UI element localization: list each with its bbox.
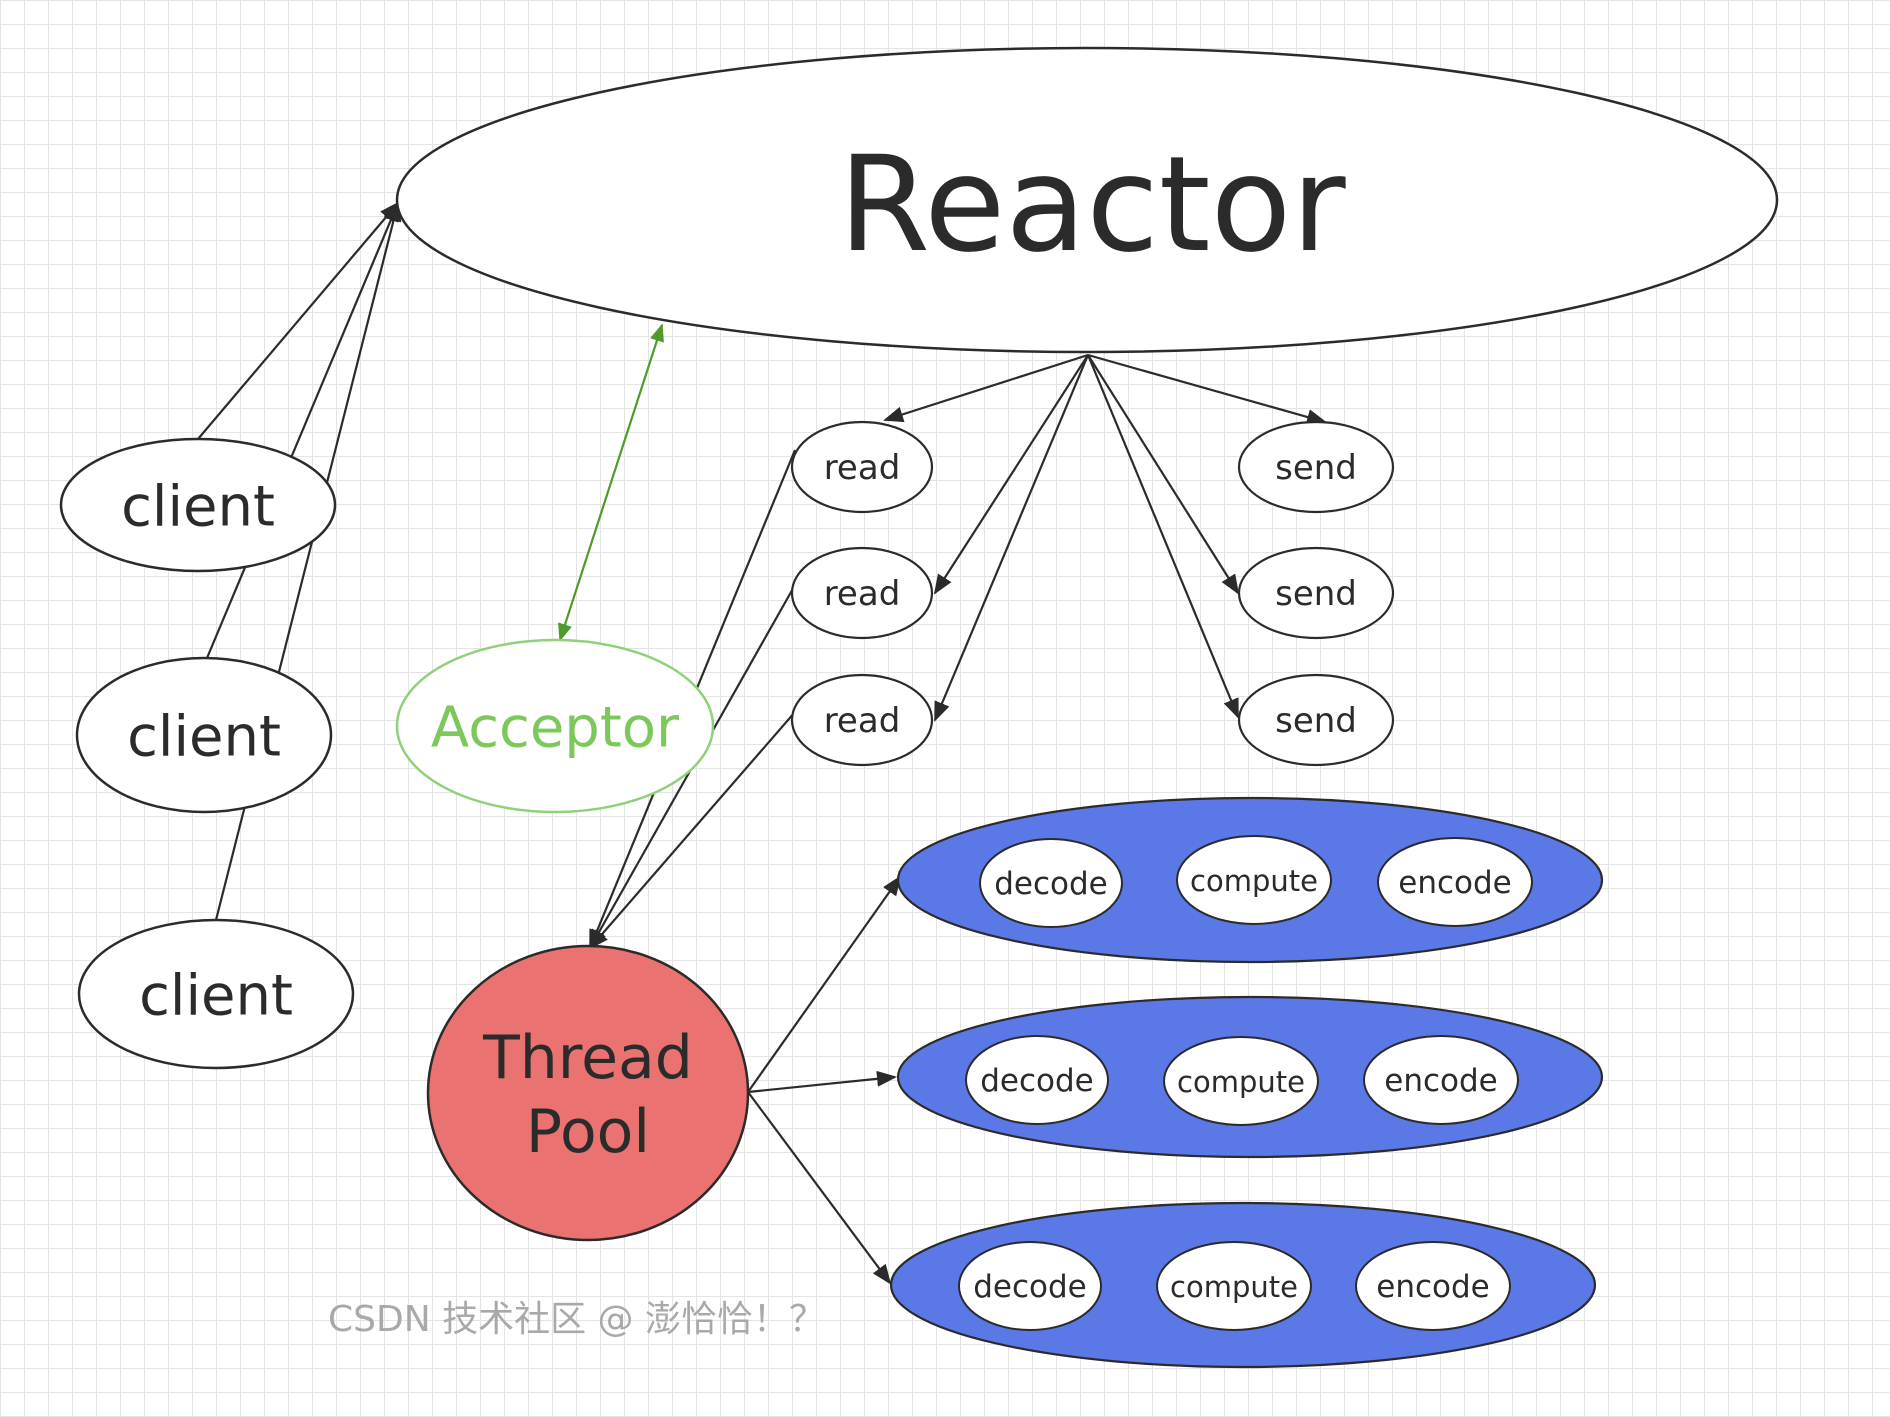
- worker-node: decode compute encode: [896, 796, 1604, 964]
- acceptor-label: Acceptor: [431, 696, 680, 761]
- acceptor-shape: [395, 638, 715, 814]
- arrow-reactor-send3: [1086, 354, 1240, 719]
- encode-stage-label: encode: [1384, 1063, 1497, 1099]
- send-label: send: [1275, 574, 1357, 614]
- arrow-reactor-read2: [933, 354, 1089, 595]
- client-label: client: [139, 964, 293, 1029]
- read-node: read: [790, 420, 934, 514]
- reactor-label: Reactor: [838, 128, 1346, 282]
- read-shape: [790, 546, 934, 640]
- send-node: send: [1237, 546, 1395, 640]
- arrow-acceptor-reactor: [558, 323, 664, 642]
- decode-stage-label: decode: [973, 1269, 1087, 1305]
- compute-stage-label: compute: [1190, 864, 1318, 898]
- decode-stage-shape: [979, 838, 1123, 928]
- arrow-reactor-send2: [1087, 354, 1240, 595]
- decode-stage-shape: [965, 1035, 1109, 1125]
- arrow-threadpool-worker2: [747, 1070, 897, 1094]
- send-node: send: [1237, 420, 1395, 514]
- read-label: read: [824, 701, 901, 741]
- watermark-text: CSDN 技术社区 @ 澎恰恰！？: [328, 1299, 825, 1340]
- arrow-reactor-read1: [883, 353, 1089, 423]
- read-shape: [790, 420, 934, 514]
- arrow-client1-reactor: [197, 201, 400, 440]
- read-label: read: [824, 448, 901, 488]
- encode-stage-label: encode: [1398, 865, 1511, 901]
- threadpool-to-worker-arrows: [747, 875, 902, 1285]
- thread-pool-shape: [426, 944, 750, 1242]
- send-shape: [1237, 546, 1395, 640]
- send-shape: [1237, 420, 1395, 514]
- send-node: send: [1237, 673, 1395, 767]
- worker-node: decode compute encode: [889, 1201, 1597, 1369]
- encode-stage-shape: [1377, 837, 1533, 927]
- arrow-threadpool-worker1: [747, 875, 902, 1093]
- decode-stage-label: decode: [994, 866, 1108, 902]
- arrow-threadpool-worker3: [747, 1091, 892, 1285]
- compute-stage-shape: [1163, 1036, 1319, 1126]
- worker-node: decode compute encode: [896, 995, 1604, 1159]
- client-label: client: [127, 705, 281, 770]
- compute-stage-shape: [1176, 835, 1332, 925]
- client-node: client: [59, 437, 337, 573]
- decode-stage-label: decode: [980, 1063, 1094, 1099]
- send-label: send: [1275, 701, 1357, 741]
- arrow-reactor-send1: [1087, 353, 1327, 425]
- encode-stage-shape: [1355, 1241, 1511, 1331]
- read-label: read: [824, 574, 901, 614]
- compute-stage-shape: [1156, 1241, 1312, 1331]
- reactor-dispatch-arrows: [883, 353, 1327, 722]
- client-node: client: [75, 656, 333, 814]
- client-shape: [59, 437, 337, 573]
- arrow-read3-threadpool: [588, 711, 796, 950]
- encode-stage-label: encode: [1376, 1269, 1489, 1305]
- client-shape: [77, 918, 355, 1070]
- thread-pool-label-line1: Thread: [482, 1023, 693, 1093]
- client-label: client: [121, 475, 275, 540]
- send-shape: [1237, 673, 1395, 767]
- arrow-reactor-read3: [933, 354, 1090, 722]
- read-node: read: [790, 546, 934, 640]
- compute-stage-label: compute: [1177, 1065, 1305, 1099]
- client-node: client: [77, 918, 355, 1070]
- reactor-shape: [395, 46, 1779, 354]
- read-node: read: [790, 673, 934, 767]
- decode-stage-shape: [958, 1241, 1102, 1331]
- client-shape: [75, 656, 333, 814]
- compute-stage-label: compute: [1170, 1270, 1298, 1304]
- reactor-node: Reactor: [395, 46, 1779, 354]
- thread-pool-label-line2: Pool: [526, 1097, 650, 1167]
- arrow-client2-reactor: [205, 201, 400, 659]
- encode-stage-shape: [1363, 1035, 1519, 1125]
- thread-pool-node: Thread Pool: [426, 944, 750, 1242]
- send-label: send: [1275, 448, 1357, 488]
- read-shape: [790, 673, 934, 767]
- acceptor-node: Acceptor: [395, 638, 715, 814]
